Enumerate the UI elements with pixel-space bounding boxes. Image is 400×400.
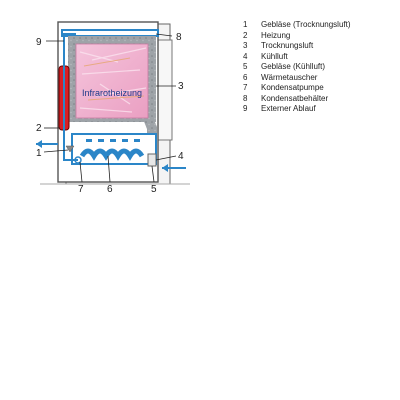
callout-4: 4 (178, 151, 184, 162)
legend-label: Heizung (261, 30, 291, 40)
dryer-diagram: Infrarotheizung (36, 21, 190, 195)
callout-8: 8 (176, 32, 182, 43)
callout-6: 6 (107, 184, 113, 195)
legend-label: Kondensatbehälter (261, 93, 329, 103)
legend-number: 6 (243, 72, 248, 82)
legend-item: 8 Kondensatbehälter (243, 94, 393, 105)
callout-3: 3 (178, 81, 184, 92)
legend-item: 9 Externer Ablauf (243, 104, 393, 115)
callout-9: 9 (36, 37, 42, 48)
legend-item: 4 Kühlluft (243, 52, 393, 63)
legend-number: 8 (243, 93, 248, 103)
callout-7: 7 (78, 184, 84, 195)
legend-label: Gebläse (Kühlluft) (261, 62, 326, 71)
legend-item: 7 Kondensatpumpe (243, 83, 393, 94)
legend: 1 Gebläse (Trocknungsluft) 2 Heizung 3 T… (243, 20, 393, 115)
drum-pattern (79, 47, 147, 113)
legend-label: Externer Ablauf (261, 104, 316, 113)
legend-item: 1 Gebläse (Trocknungsluft) (243, 20, 393, 31)
side-panel (157, 39, 173, 141)
legend-label: Trocknungsluft (261, 41, 314, 50)
heat-exchanger-fins (86, 139, 140, 142)
legend-item: 6 Wärmetauscher (243, 73, 393, 84)
legend-label: Wärmetauscher (261, 72, 318, 82)
callout-leaders (43, 33, 177, 183)
legend-item: 2 Heizung (243, 31, 393, 42)
legend-label: Gebläse (Trocknungsluft) (261, 20, 351, 29)
legend-label: Kühlluft (261, 51, 288, 61)
callout-1: 1 (36, 148, 42, 159)
drying-air-fan (65, 145, 75, 153)
drum-threads (83, 57, 145, 101)
callout-5: 5 (151, 184, 157, 195)
legend-number: 9 (243, 104, 248, 113)
callout-2: 2 (36, 123, 42, 134)
drying-air-duct (68, 36, 156, 122)
cooling-air-arrow-head (162, 164, 168, 172)
legend-number: 7 (243, 83, 248, 92)
drum (75, 43, 149, 119)
drain-hose (63, 33, 78, 161)
legend-number: 3 (243, 41, 248, 50)
legend-number: 5 (243, 62, 248, 71)
cooling-fan (147, 153, 157, 167)
legend-label: Kondensatpumpe (261, 83, 324, 92)
condensate-container (61, 29, 159, 37)
infrared-heating-label: Infrarotheizung (82, 88, 142, 98)
legend-number: 1 (243, 20, 248, 29)
legend-number: 4 (243, 51, 248, 61)
exhaust-arrow-head (36, 140, 42, 148)
legend-number: 2 (243, 30, 248, 40)
heat-exchanger-coil (79, 148, 145, 161)
legend-item: 3 Trocknungsluft (243, 41, 393, 52)
legend-item: 5 Gebläse (Kühlluft) (243, 62, 393, 73)
